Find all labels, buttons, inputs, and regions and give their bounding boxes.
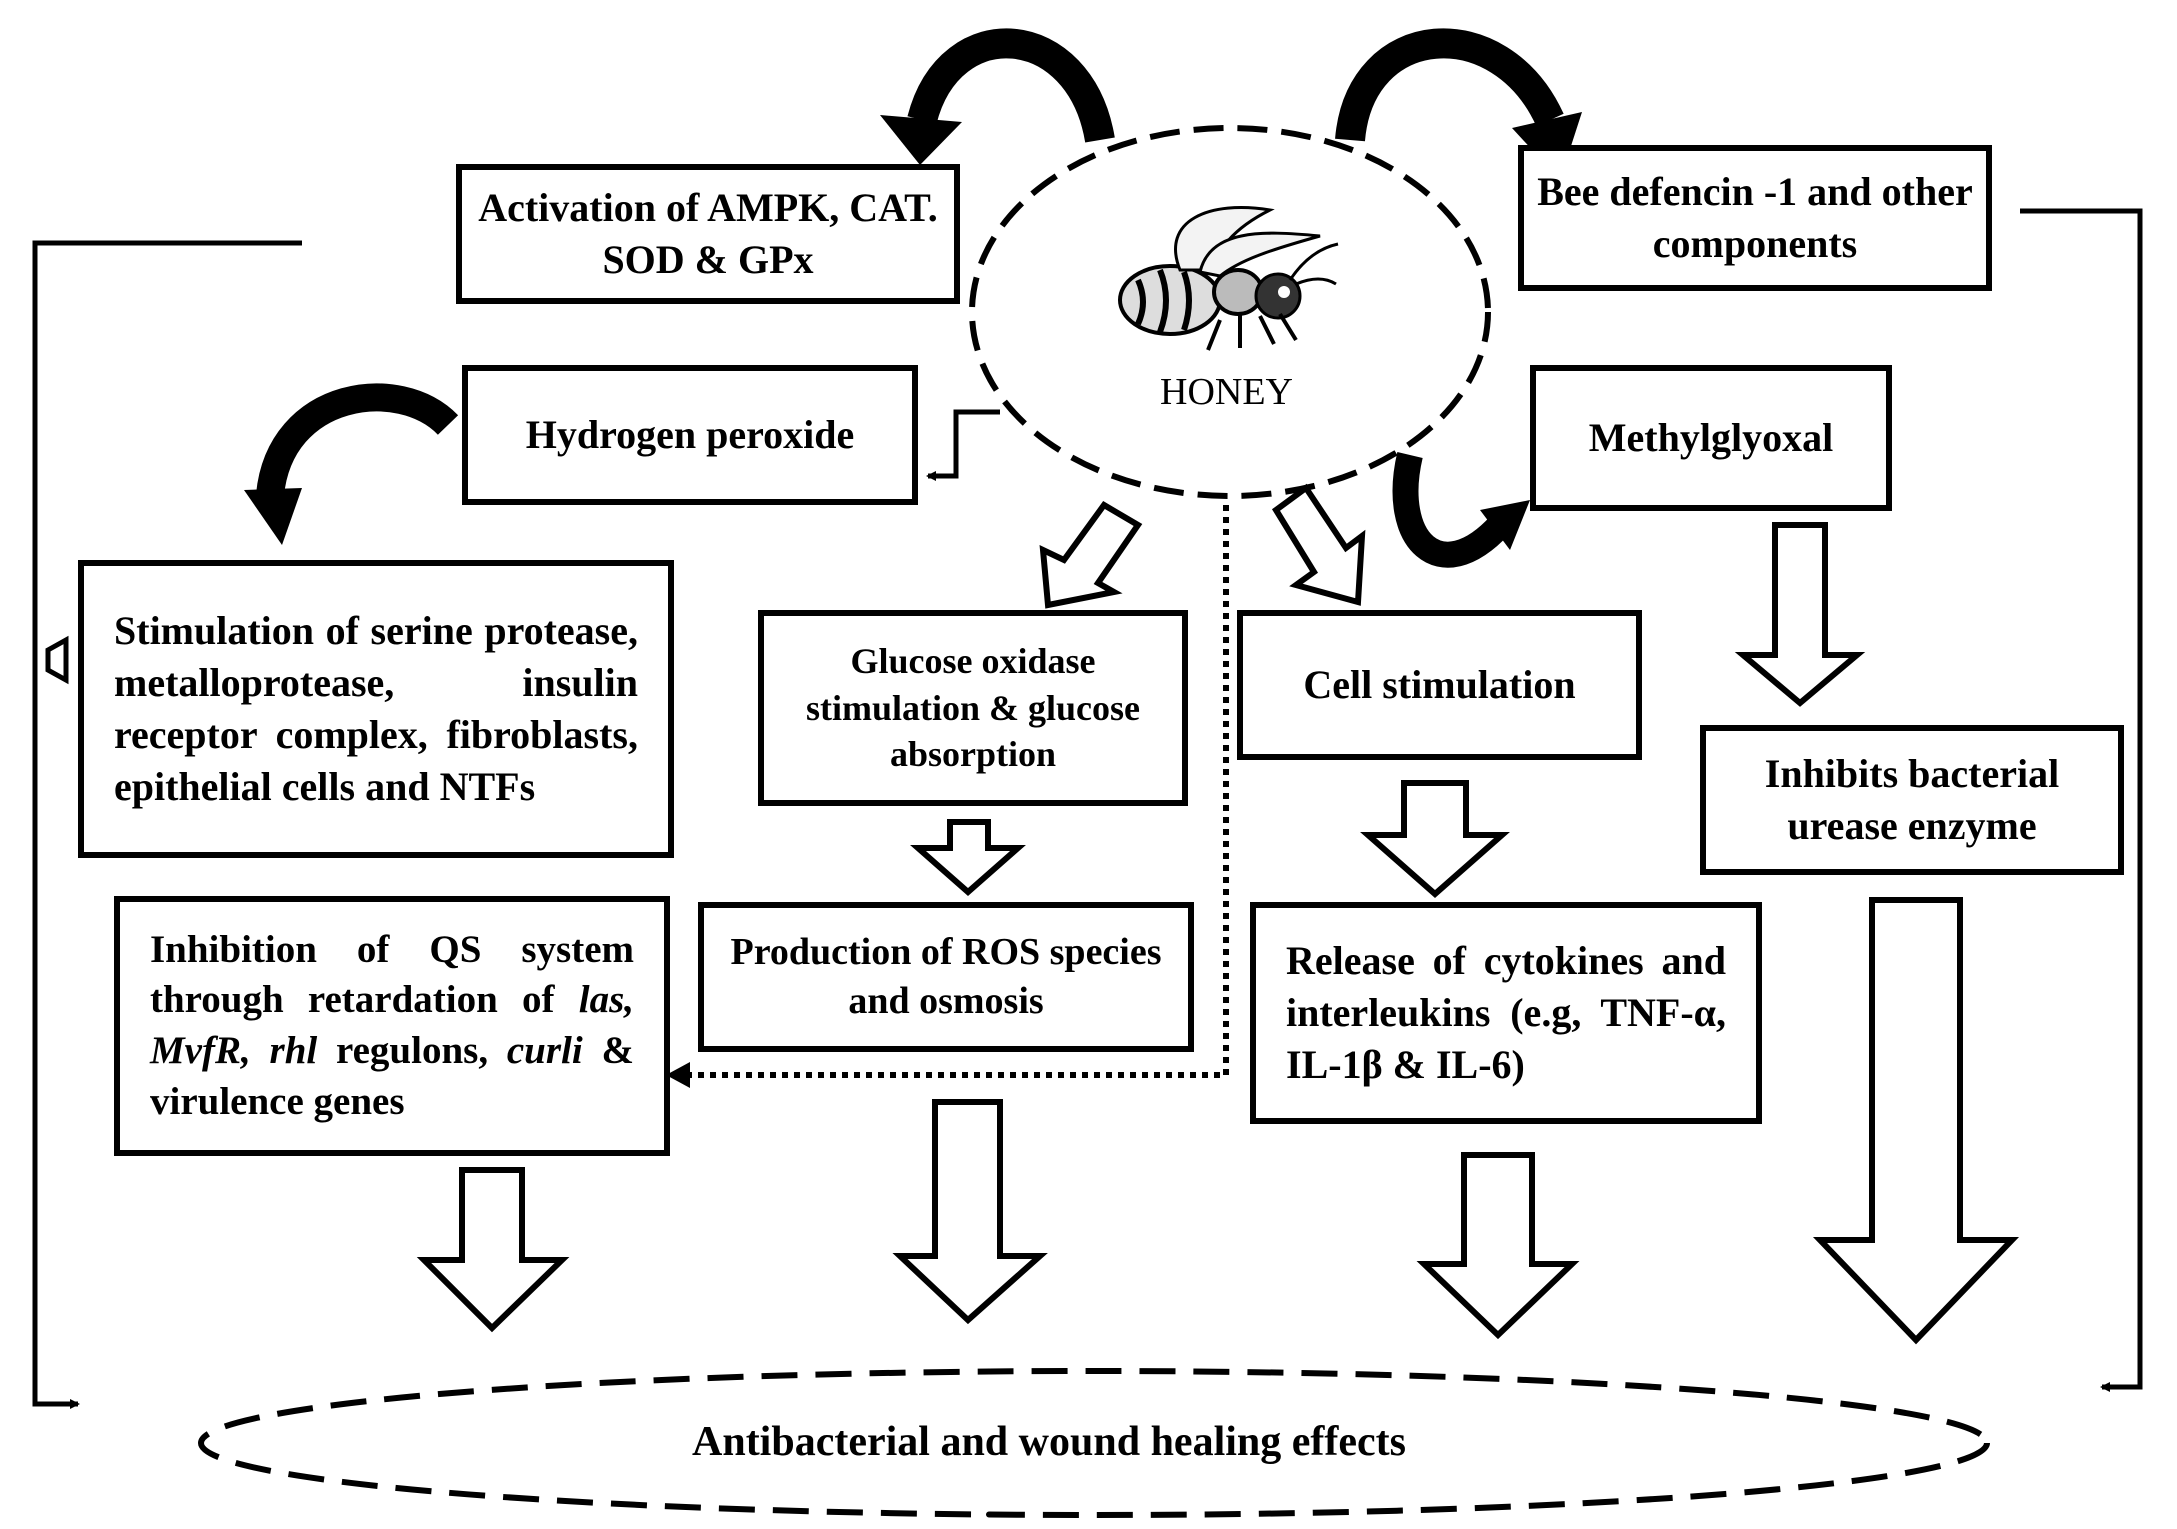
hollow-arrow-methylglyoxal-to-urease — [1734, 522, 1866, 707]
hollow-arrow-glucose-to-ros — [910, 819, 1026, 896]
hollow-arrow-to-glucose — [1039, 501, 1143, 609]
hollow-arrow-cell-to-cytokines — [1360, 780, 1510, 898]
curved-arrow-to-ampk — [880, 28, 1115, 165]
dotted-connector-arrowhead — [666, 1062, 690, 1088]
box-cytokines: Release of cytokines and interleukins (e… — [1250, 902, 1762, 1124]
box-defencin: Bee defencin -1 and other components — [1518, 145, 1992, 291]
left-bracket-connector — [32, 240, 302, 1409]
left-bracket-notch — [45, 635, 69, 685]
box-urease-text: Inhibits bacterial urease enzyme — [1764, 751, 2060, 848]
outcome-label: Antibacterial and wound healing effects — [692, 1419, 1406, 1465]
box-ros-text: Production of ROS species and osmosis — [730, 930, 1162, 1022]
box-h2o2-text: Hydrogen peroxide — [525, 412, 855, 457]
box-urease: Inhibits bacterial urease enzyme — [1700, 725, 2124, 875]
box-ampk-text: Activation of AMPK, CAT. SOD & GPx — [478, 185, 938, 282]
box-cell-text: Cell stimulation — [1303, 662, 1576, 707]
honey-label: HONEY — [1160, 371, 1293, 413]
hollow-arrow-ros-to-outcome — [892, 1099, 1048, 1325]
box-qs-inhibition: Inhibition of QS system through retardat… — [114, 896, 670, 1156]
right-bracket-connector — [2020, 208, 2143, 1392]
dotted-connector-to-qs — [686, 505, 1229, 1078]
box-defencin-text: Bee defencin -1 and other components — [1537, 169, 1973, 266]
box-cytokines-text: Release of cytokines and interleukins (e… — [1286, 938, 1726, 1087]
box-methylglyoxal-text: Methylglyoxal — [1588, 415, 1834, 460]
hollow-arrow-cytokines-to-outcome — [1416, 1152, 1580, 1340]
outcome-ellipse — [198, 1368, 1990, 1518]
qs-rhl: rhl — [269, 1029, 318, 1072]
box-glucose-oxidase: Glucose oxidase stimulation & glucose ab… — [758, 610, 1188, 806]
box-glucose-text: Glucose oxidase stimulation & glucose ab… — [805, 640, 1140, 775]
qs-line1: Inhibition of QS system through retardat… — [150, 927, 634, 1022]
box-ampk: Activation of AMPK, CAT. SOD & GPx — [456, 164, 960, 304]
bee-icon — [1118, 206, 1339, 351]
hollow-arrow-urease-to-outcome — [1812, 897, 2020, 1345]
box-methylglyoxal: Methylglyoxal — [1530, 365, 1892, 511]
elbow-arrow-to-h2o2 — [926, 409, 1000, 481]
box-serine-protease: Stimulation of serine protease, metallop… — [78, 560, 674, 858]
box-serine-text: Stimulation of serine protease, metallop… — [114, 608, 638, 809]
qs-mvfr: MvfR, — [150, 1029, 251, 1072]
qs-rest: & virulence genes — [150, 1029, 634, 1123]
hollow-arrow-qs-to-outcome — [416, 1167, 570, 1333]
curved-arrow-to-methylglyoxal — [1392, 452, 1530, 568]
honey-ellipse — [969, 125, 1491, 499]
qs-regulons: regulons, — [336, 1029, 489, 1072]
qs-curli: curli — [506, 1029, 583, 1072]
box-qs-text: Inhibition of QS system through retardat… — [150, 925, 634, 1128]
qs-las: las, — [578, 978, 634, 1022]
curved-arrow-to-serine — [244, 383, 459, 545]
box-ros-production: Production of ROS species and osmosis — [698, 902, 1194, 1052]
box-cell-stimulation: Cell stimulation — [1237, 610, 1642, 760]
box-hydrogen-peroxide: Hydrogen peroxide — [462, 365, 918, 505]
hollow-arrow-to-cell — [1271, 483, 1366, 606]
